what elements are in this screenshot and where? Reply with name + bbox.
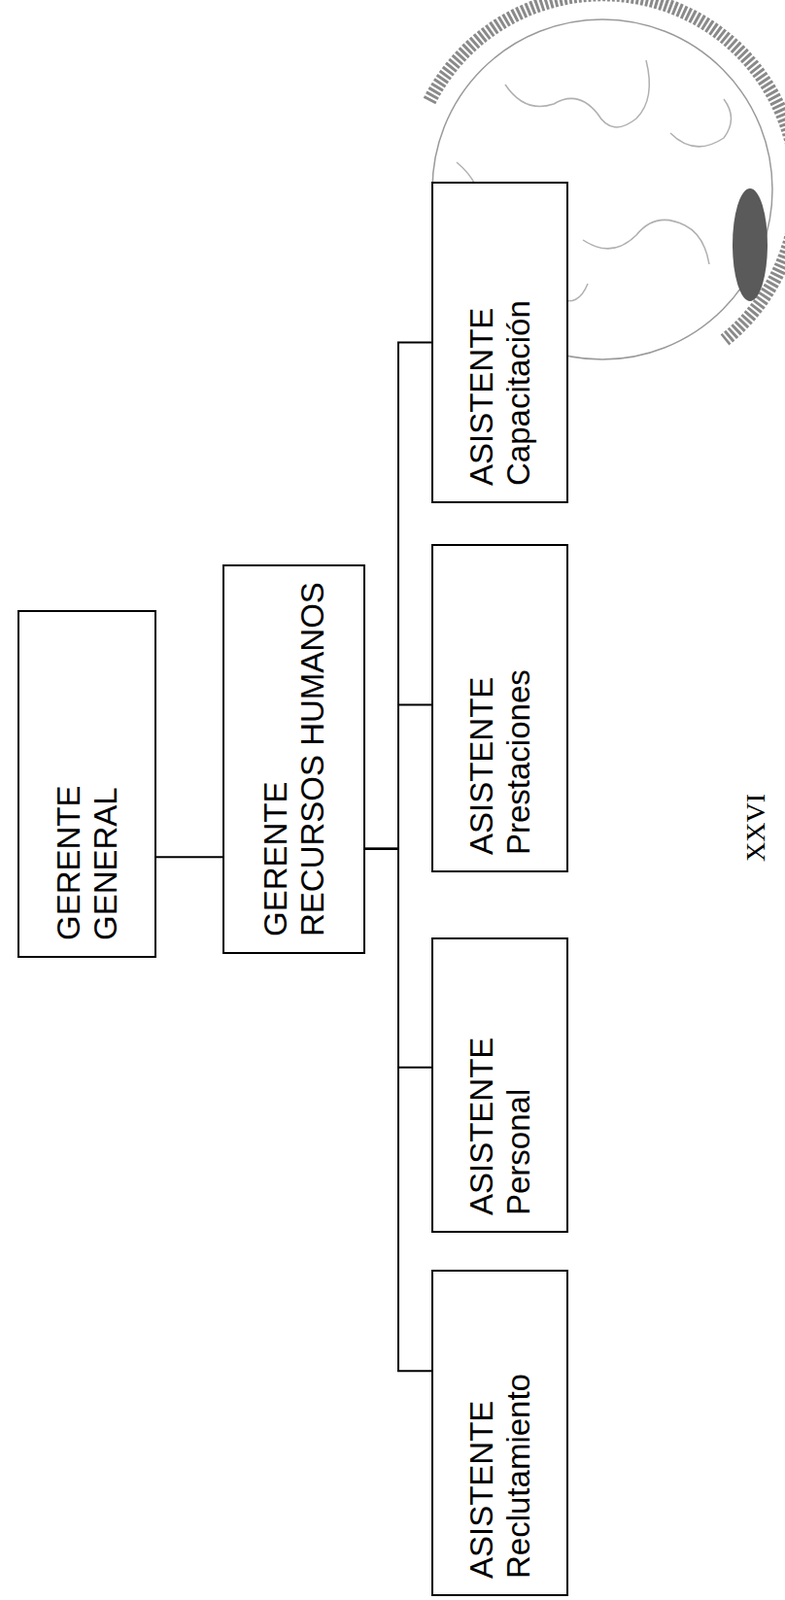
assistant-box: ASISTENTEReclutamiento <box>431 1269 569 1597</box>
box-text: ASISTENTE <box>463 1287 501 1579</box>
box-text: Personal <box>500 955 538 1216</box>
box-text: GERENTE <box>257 581 295 937</box>
connector-line <box>365 849 432 1068</box>
box-text: ASISTENTE <box>463 199 501 486</box>
box-text: ASISTENTE <box>463 955 501 1216</box>
org-connector <box>365 849 432 1371</box>
page-number: XXVI <box>740 793 772 862</box>
assistant-box: ASISTENTEPersonal <box>431 937 569 1233</box>
box-text: GERENTE <box>50 627 88 941</box>
org-connector <box>156 856 223 858</box>
globe-shadow <box>732 188 768 302</box>
box-text: ASISTENTE <box>463 561 501 855</box>
box-text: Reclutamiento <box>500 1287 538 1579</box>
box-text: Prestaciones <box>500 561 538 855</box>
org-connector <box>365 342 432 850</box>
connector-line <box>365 342 432 850</box>
box-text: RECURSOS HUMANOS <box>294 581 332 937</box>
box-text: GENERAL <box>87 627 125 941</box>
box-text: Capacitación <box>500 199 538 486</box>
connector-line <box>156 855 223 858</box>
manager-box: GERENTEGENERAL <box>17 610 157 958</box>
org-connector <box>365 849 432 1068</box>
assistant-box: ASISTENTEPrestaciones <box>431 544 569 873</box>
manager-box: GERENTERECURSOS HUMANOS <box>222 564 366 955</box>
connector-line <box>365 849 432 1371</box>
assistant-box: ASISTENTECapacitación <box>431 181 569 504</box>
